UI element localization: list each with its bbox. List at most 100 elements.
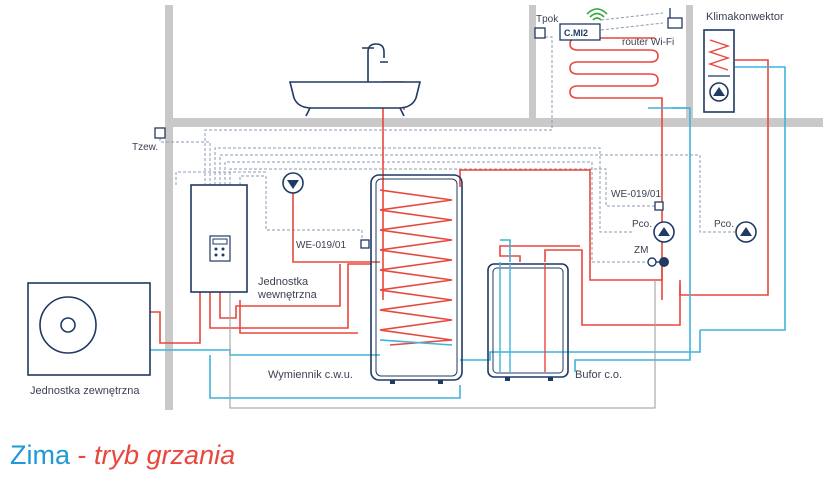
outdoor-unit-body bbox=[27, 282, 151, 376]
wall-upper-right bbox=[686, 5, 693, 123]
cold-coil-end bbox=[379, 339, 453, 346]
hot-buffer-inlet bbox=[499, 245, 580, 262]
label-sensor-tank: WE-019/01 bbox=[296, 240, 346, 251]
pump-fancoil bbox=[735, 221, 757, 243]
wifi-icon bbox=[586, 8, 608, 21]
wire-tpok bbox=[204, 36, 553, 185]
buffer-inner-pipe bbox=[499, 262, 511, 372]
wire-pump-fancoil bbox=[219, 154, 735, 233]
caption-mode: tryb grzania bbox=[94, 440, 236, 470]
wire-valve bbox=[224, 161, 648, 263]
tank-foot bbox=[438, 380, 443, 384]
controller-box bbox=[559, 23, 601, 41]
mode-caption: Zima - tryb grzania bbox=[10, 440, 235, 471]
wifi-arc-2 bbox=[589, 12, 605, 18]
cold-riser-fancoil bbox=[700, 66, 786, 331]
fan-coil-arrow-icon bbox=[713, 87, 725, 96]
dhw-coil bbox=[379, 189, 453, 346]
building-walls bbox=[165, 5, 823, 410]
bathtub-icon bbox=[288, 81, 422, 109]
bathtub-feet-icon bbox=[305, 107, 405, 117]
grey-return bbox=[229, 280, 656, 409]
cold-outdoor-return bbox=[150, 349, 380, 356]
button-icon bbox=[221, 247, 225, 251]
router-icon bbox=[667, 17, 683, 29]
button-icon bbox=[214, 253, 218, 257]
control-wiring bbox=[159, 12, 735, 263]
buffer-foot bbox=[548, 377, 553, 381]
hot-riser-fancoil bbox=[679, 59, 769, 296]
dhw-tank-body bbox=[370, 174, 463, 381]
pump-floor bbox=[653, 221, 675, 243]
sensor-tank-icon bbox=[360, 239, 370, 249]
buffer-tank bbox=[487, 262, 569, 381]
pump-arrow-icon bbox=[658, 227, 670, 236]
display-icon bbox=[212, 238, 228, 245]
cold-low-return bbox=[209, 355, 461, 399]
wire-tzew bbox=[159, 133, 211, 185]
wifi-link-2 bbox=[600, 22, 664, 31]
hot-piping bbox=[150, 37, 769, 344]
buffer-foot bbox=[505, 377, 510, 381]
label-controller: C.MI2 bbox=[564, 28, 588, 38]
valve-body-icon bbox=[659, 257, 669, 267]
label-router: router Wi-Fi bbox=[622, 37, 674, 48]
wall-left bbox=[165, 5, 173, 410]
wire-sensor-tank bbox=[239, 175, 363, 240]
dhw-coil-path bbox=[379, 189, 453, 346]
label-pump-fancoil: Pco. bbox=[714, 219, 734, 230]
label-dhw-exchanger: Wymiennik c.w.u. bbox=[268, 369, 353, 381]
valve-actuator-icon bbox=[647, 257, 657, 267]
label-mixing-valve: ZM bbox=[634, 245, 648, 256]
fan-icon bbox=[39, 296, 97, 354]
label-pump-floor: Pco. bbox=[632, 219, 652, 230]
cold-main-return bbox=[460, 330, 701, 361]
wall-upper-mid bbox=[529, 5, 536, 123]
wifi-link-1 bbox=[600, 12, 664, 21]
wifi-arc-3 bbox=[586, 8, 608, 15]
wire-dhw-pump bbox=[175, 171, 266, 185]
button-icon bbox=[214, 247, 218, 251]
dhw-tank-inner bbox=[375, 178, 458, 377]
buffer-tank-body bbox=[487, 263, 569, 378]
hot-pump-to-tank bbox=[292, 192, 380, 263]
label-indoor-unit-2: wewnętrzna bbox=[257, 289, 318, 301]
label-sensor-circuit: WE-019/01 bbox=[611, 189, 661, 200]
label-buffer: Bufor c.o. bbox=[575, 369, 622, 381]
mixing-valve bbox=[647, 257, 669, 267]
tank-foot bbox=[390, 380, 395, 384]
faucet-handle-icon bbox=[362, 47, 388, 63]
hot-buffer-loop bbox=[544, 249, 681, 326]
wifi-arc-1 bbox=[592, 17, 602, 21]
pump-arrow-icon bbox=[740, 227, 752, 236]
floor-slab bbox=[165, 118, 823, 127]
caption-separator: - bbox=[77, 440, 87, 470]
button-icon bbox=[221, 253, 225, 257]
caption-season: Zima bbox=[10, 440, 70, 470]
faucet-icon bbox=[367, 43, 385, 82]
fan-coil-unit bbox=[703, 29, 735, 113]
fan-coil-fan-icon bbox=[709, 82, 729, 102]
wire-sensor-circuit bbox=[229, 168, 655, 207]
pump-arrow-icon bbox=[287, 180, 299, 189]
hot-to-dhw-coil bbox=[209, 263, 372, 329]
label-indoor-unit-1: Jednostka bbox=[258, 276, 309, 288]
sensor-outdoor-icon bbox=[154, 127, 166, 139]
label-fan-coil: Klimakonwektor bbox=[706, 11, 784, 23]
label-outdoor-temp: Tzew. bbox=[132, 142, 158, 153]
indoor-unit bbox=[190, 184, 248, 293]
grey-return-loop bbox=[229, 280, 656, 409]
buffer-tank-inner bbox=[492, 267, 564, 374]
dhw-tank bbox=[370, 174, 463, 384]
hot-indoor-loop bbox=[219, 264, 341, 319]
outdoor-unit bbox=[27, 282, 151, 376]
sensor-room-icon bbox=[534, 27, 546, 39]
bathtub bbox=[288, 43, 422, 117]
cold-buffer-top bbox=[500, 239, 511, 262]
label-outdoor-unit: Jednostka zewnętrzna bbox=[30, 385, 140, 397]
floor-heating-coil bbox=[569, 37, 659, 99]
fan-coil-exchanger bbox=[707, 39, 731, 71]
hot-indoor-return bbox=[239, 300, 358, 334]
wire-pump-floor bbox=[214, 147, 632, 233]
